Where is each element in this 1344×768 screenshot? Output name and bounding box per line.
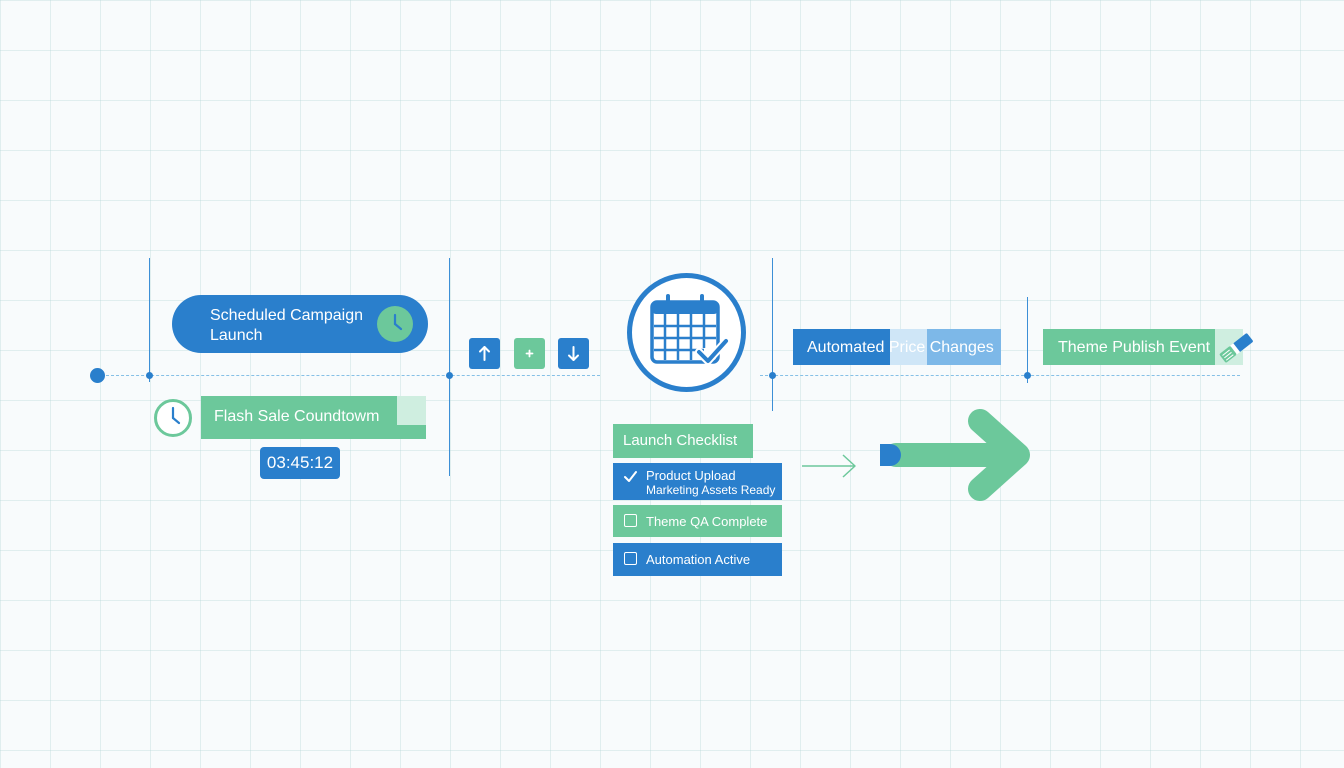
checkbox[interactable]	[624, 552, 637, 565]
add-button[interactable]	[514, 338, 545, 369]
flash-sale-countdown-bar[interactable]	[201, 396, 426, 439]
theme-publish-event-bar[interactable]	[1043, 329, 1215, 365]
checklist-item-label: Product Upload	[646, 468, 736, 483]
clock-icon	[153, 398, 193, 438]
progress-segment	[793, 329, 890, 365]
checkmark-icon	[624, 471, 637, 482]
timeline-marker	[146, 372, 153, 379]
timeline-start-dot	[90, 368, 105, 383]
arrow-up-button[interactable]	[469, 338, 500, 369]
countdown-timer: 03:45:12	[260, 447, 340, 479]
campaign-title: Scheduled Campaign Launch	[210, 307, 363, 344]
thin-arrow-icon	[802, 454, 856, 478]
timeline-divider	[149, 258, 150, 382]
automated-price-changes-bar[interactable]: Automated Price Changes	[793, 329, 1001, 365]
checklist-item[interactable]: Theme QA Complete	[613, 505, 782, 537]
checklist-item-label: Theme QA Complete	[646, 514, 768, 529]
timeline-marker	[769, 372, 776, 379]
launch-checklist-title: Launch Checklist	[613, 424, 753, 458]
arrow-down-button[interactable]	[558, 338, 589, 369]
timeline-marker	[446, 372, 453, 379]
timeline-dashed-line	[106, 375, 600, 376]
flash-sale-title: Flash Sale Coundtowm	[214, 408, 380, 425]
progress-segment	[927, 329, 1001, 365]
plus-icon	[525, 349, 534, 358]
automated-price-changes-title: Automated Price Changes	[807, 339, 994, 356]
calendar-check-icon	[626, 272, 747, 393]
arrow-up-icon	[479, 346, 490, 361]
timeline-divider	[772, 258, 773, 411]
clock-icon	[377, 306, 413, 342]
scheduled-campaign-launch-pill[interactable]: Scheduled Campaign Launch	[172, 295, 428, 353]
arrow-down-icon	[568, 346, 579, 361]
checklist-item-sublabel: Marketing Assets Ready	[646, 483, 776, 497]
checkbox[interactable]	[624, 514, 637, 527]
timeline-marker	[1024, 372, 1031, 379]
checklist-item[interactable]: Automation Active	[613, 543, 782, 576]
flash-sale-accent	[397, 396, 426, 425]
paint-brush-icon	[1217, 331, 1257, 365]
theme-publish-event-title: Theme Publish Event	[1058, 339, 1211, 356]
timeline-divider	[449, 258, 450, 476]
timeline-dashed-line	[760, 375, 1240, 376]
timeline-divider	[1027, 297, 1028, 383]
progress-segment	[890, 329, 927, 365]
checklist-item-label: Automation Active	[646, 552, 751, 567]
checklist-item[interactable]: Product Upload Marketing Assets Ready	[613, 463, 782, 500]
arrow-right-icon	[880, 409, 1030, 501]
